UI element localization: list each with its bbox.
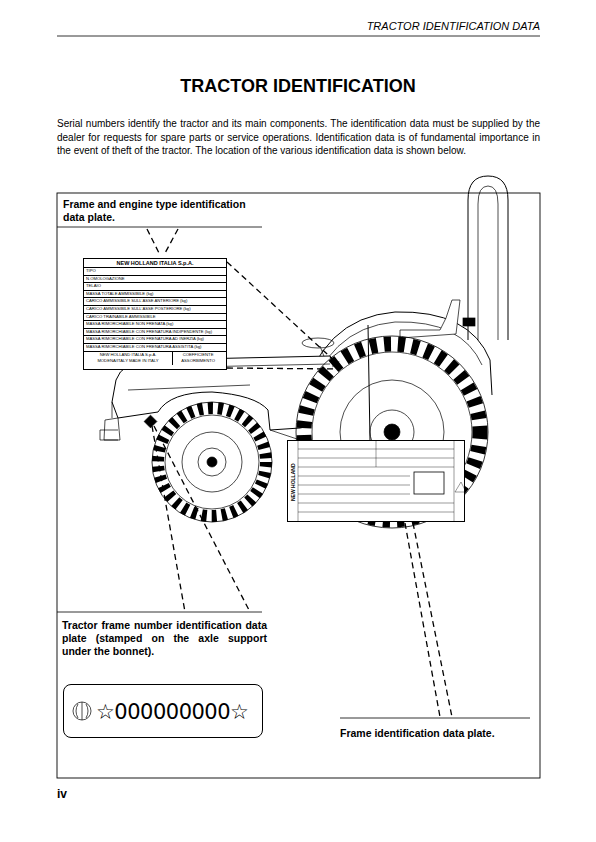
plate-text: TELAIO xyxy=(84,283,226,291)
plate-text: CARICO AMMISSIBILE SULL'ASSE ANTERIORE (… xyxy=(84,298,226,306)
brand-logo xyxy=(73,702,91,720)
callout-rule xyxy=(57,227,262,228)
callout-text: Frame and engine type identification dat… xyxy=(63,198,268,224)
plate-text: NEW HOLLAND ITALIA S.p.A. xyxy=(84,259,226,268)
plate-text: MASSA RIMORCHIABILE CON FRENATURA AD INE… xyxy=(84,336,226,344)
plate-text: MASSA RIMORCHIABILE CON FRENATURA ASSIST… xyxy=(84,344,226,352)
plate-text: COEFFICIENTE ASSORBIMENTO xyxy=(172,352,223,365)
plate-text: NEW HOLLAND ITALIA S.p.A. MODENA/ITALY M… xyxy=(84,352,172,365)
plate-text: MASSA RIMORCHIABILE NON FRENATA (kg) xyxy=(84,321,226,329)
plate-text: MASSA RIMORCHIABILE CON FRENATURA INDIPE… xyxy=(84,329,226,337)
page-number: iv xyxy=(57,787,97,801)
leader-line xyxy=(368,325,370,440)
data-plate: NEW HOLLAND xyxy=(287,440,465,522)
plate-text: NEW HOLLAND xyxy=(288,441,299,522)
data-plate: NEW HOLLAND ITALIA S.p.A.TIPON.OMOLOGAZI… xyxy=(83,258,227,370)
page-title: TRACTOR IDENTIFICATION xyxy=(0,76,596,97)
plate-text: TIPO xyxy=(84,268,226,276)
stamp-plate: ☆000000000☆ xyxy=(63,684,263,738)
callout-text: Frame identification data plate. xyxy=(340,727,535,740)
plate-text: CARICO TRAINABILE AMMISSIBILE xyxy=(84,314,226,322)
callout-rule xyxy=(57,612,262,613)
plate-text: ☆000000000☆ xyxy=(64,685,262,738)
header-rule xyxy=(57,36,540,37)
callout-text: Tractor frame number identification data… xyxy=(62,619,267,658)
running-header: TRACTOR IDENTIFICATION DATA xyxy=(290,20,540,33)
plate-text: MASSA TOTALE AMMISSIBILE (kg) xyxy=(84,291,226,299)
plate-text: N.OMOLOGAZIONE xyxy=(84,276,226,284)
plate-grid xyxy=(298,440,466,522)
callout-rule xyxy=(340,718,530,719)
plate-text: CARICO AMMISSIBILE SULL'ASSE POSTERIORE … xyxy=(84,306,226,314)
intro-paragraph: Serial numbers identify the tractor and … xyxy=(57,117,540,158)
